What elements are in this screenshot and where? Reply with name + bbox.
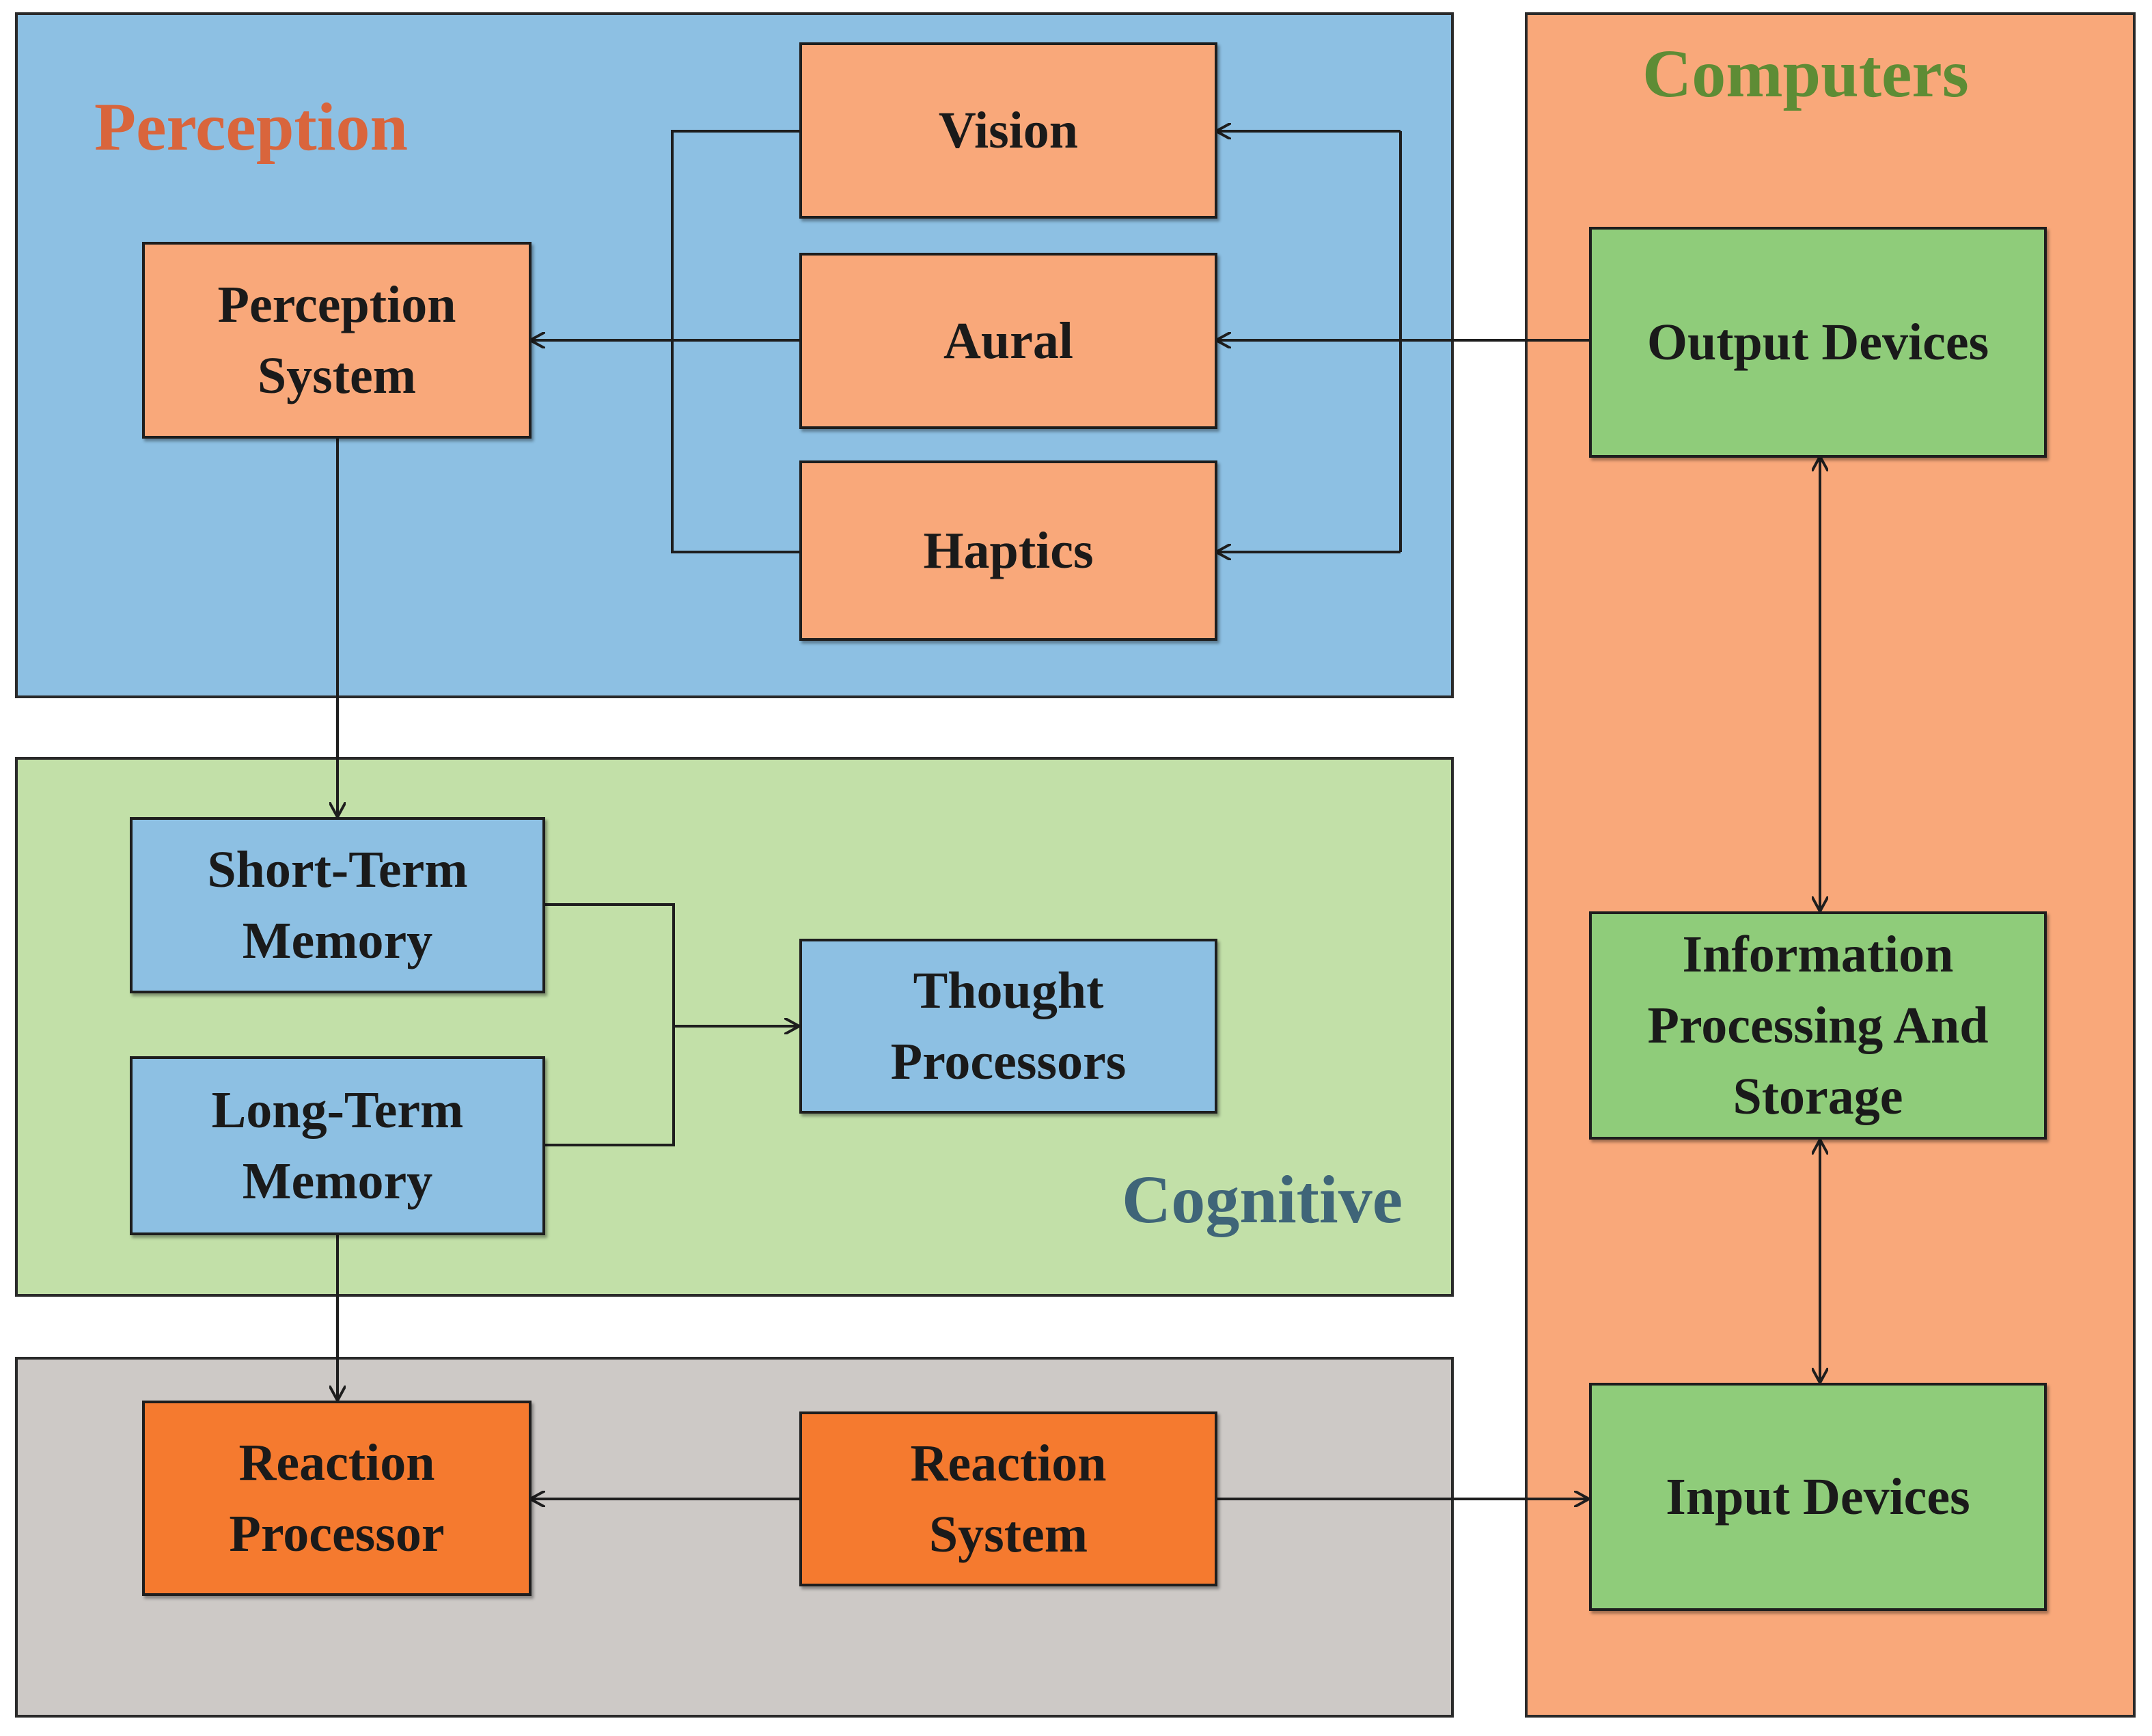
- reaction-processor-box: Reaction Processor: [142, 1401, 532, 1596]
- aural-label: Aural: [943, 312, 1073, 370]
- information-processing-label-line2: Processing And: [1647, 997, 1989, 1054]
- computers-title: Computers: [1642, 36, 1969, 111]
- information-processing-label-line3: Storage: [1733, 1068, 1903, 1125]
- information-processing-label-line1: Information: [1682, 926, 1954, 983]
- reaction-system-label-line1: Reaction: [910, 1435, 1107, 1492]
- stm-to-merge-line: [544, 903, 675, 1146]
- aural-box: Aural: [799, 253, 1217, 429]
- thought-processors-label-line2: Processors: [890, 1033, 1127, 1090]
- perception-title: Perception: [94, 89, 409, 165]
- thought-processors-box: Thought Processors: [799, 939, 1217, 1114]
- vision-box: Vision: [799, 42, 1217, 219]
- short-term-memory-box: Short-Term Memory: [130, 817, 545, 993]
- long-term-memory-label-line1: Long-Term: [211, 1081, 464, 1139]
- haptics-label: Haptics: [923, 522, 1094, 579]
- input-devices-box: Input Devices: [1589, 1383, 2047, 1611]
- perception-system-label-line2: System: [257, 347, 417, 404]
- output-devices-box: Output Devices: [1589, 227, 2047, 458]
- vision-label: Vision: [938, 102, 1079, 159]
- reaction-system-box: Reaction System: [799, 1411, 1217, 1586]
- information-processing-box: Information Processing And Storage: [1589, 911, 2047, 1140]
- cognitive-title: Cognitive: [1122, 1161, 1403, 1237]
- long-term-memory-label-line2: Memory: [242, 1153, 433, 1210]
- reaction-processor-label-line1: Reaction: [238, 1434, 435, 1491]
- reaction-system-label-line2: System: [928, 1506, 1088, 1563]
- reaction-processor-label-line2: Processor: [229, 1505, 445, 1562]
- long-term-memory-box: Long-Term Memory: [130, 1056, 545, 1235]
- perception-system-box: Perception System: [142, 242, 532, 439]
- thought-processors-label-line1: Thought: [913, 962, 1104, 1019]
- perception-system-label-line1: Perception: [217, 276, 456, 333]
- input-devices-label: Input Devices: [1666, 1468, 1970, 1526]
- haptics-box: Haptics: [799, 460, 1217, 641]
- short-term-memory-label-line2: Memory: [242, 912, 433, 969]
- short-term-memory-label-line1: Short-Term: [207, 841, 468, 898]
- output-devices-label: Output Devices: [1646, 314, 1989, 371]
